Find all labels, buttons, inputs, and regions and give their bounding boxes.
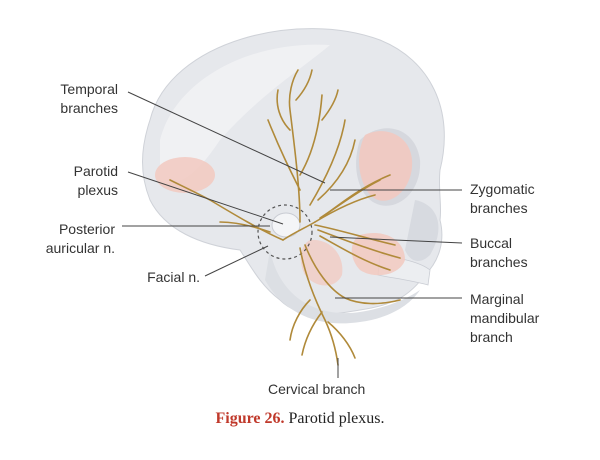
leader-facial [204,245,269,277]
label-marginal-mandibular-branch: Marginal mandibular branch [470,291,540,345]
external-acoustic-meatus [271,212,301,238]
label-buccal-branches: Buccal branches [470,235,528,270]
label-facial-nerve: Facial n. [147,269,200,285]
label-temporal-branches: Temporal branches [60,81,118,116]
leader-buccal [329,236,463,244]
ear-outline [257,204,313,260]
figure-number: Figure 26. [215,410,285,427]
temporal-muscle-region [155,157,215,193]
facial-nerve-branches [169,69,401,366]
figure-caption: Figure 26. Parotid plexus. [0,410,600,428]
label-parotid-plexus: Parotid plexus [73,163,118,198]
leader-temporal [127,91,326,184]
figure-caption-text: Parotid plexus. [284,410,385,427]
leader-parotid [127,171,284,225]
leader-lines [122,91,463,378]
label-cervical-branch: Cervical branch [268,381,366,397]
masseter-region [300,239,343,286]
label-posterior-auricular: Posterior auricular n. [45,221,115,256]
facial-nerve-trunk [282,221,316,241]
label-zygomatic-branches: Zygomatic branches [470,181,535,216]
